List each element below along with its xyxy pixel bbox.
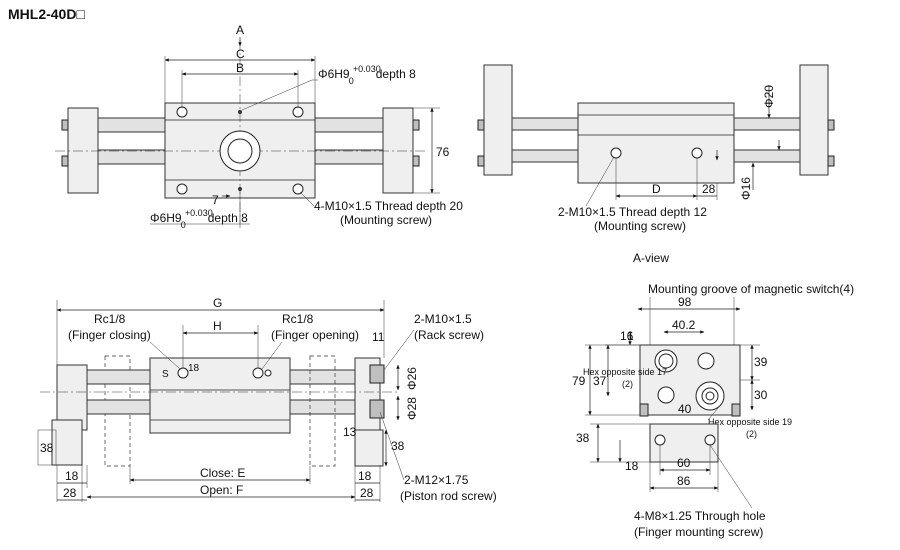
rack-screw bbox=[369, 364, 385, 384]
through-hole-note: (Finger mounting screw) bbox=[634, 525, 763, 539]
dim-98: 98 bbox=[678, 295, 692, 309]
port-opening bbox=[252, 367, 264, 379]
dim-40: 40 bbox=[678, 402, 692, 416]
a-view-thread-callout: 2-M10×1.5 Thread depth 12 bbox=[558, 205, 707, 219]
port-open-thread: Rc1/8 bbox=[282, 312, 314, 326]
dim-D: D bbox=[652, 182, 661, 196]
dim-phi20: Φ20 bbox=[762, 85, 776, 108]
through-hole-callout: 4-M8×1.25 Through hole bbox=[634, 509, 766, 523]
port-open-label: (Finger opening) bbox=[271, 328, 359, 342]
front-view: S G H 18 Rc1/8 (Finger closing) Rc1/8 (F… bbox=[37, 296, 497, 503]
dim-13: 13 bbox=[343, 425, 357, 439]
a-view-right-finger bbox=[799, 64, 829, 176]
a-view-left-finger bbox=[483, 64, 513, 176]
piston-rod-screw bbox=[369, 399, 385, 419]
left-finger-screw bbox=[61, 155, 69, 167]
right-rod-lower bbox=[314, 149, 384, 165]
finger-hole bbox=[654, 434, 666, 446]
thread-callout: 4-M10×1.5 Thread depth 20 bbox=[314, 199, 463, 213]
mounting-hole bbox=[292, 106, 304, 118]
dim-60: 60 bbox=[677, 456, 691, 470]
a-view-thread-note: (Mounting screw) bbox=[594, 219, 686, 233]
left-finger bbox=[67, 107, 99, 194]
left-finger-screw bbox=[61, 119, 69, 131]
thread-callout-note: (Mounting screw) bbox=[340, 213, 432, 227]
dim-B: B bbox=[236, 61, 244, 75]
left-rod-upper bbox=[97, 117, 169, 133]
dim-H: H bbox=[213, 319, 222, 333]
right-finger bbox=[382, 107, 414, 194]
hex-17-label: Hex opposite side 17 bbox=[583, 367, 667, 377]
dim-39: 39 bbox=[754, 355, 768, 369]
a-view-caption: A-view bbox=[633, 251, 669, 265]
piston-label: (Piston rod screw) bbox=[400, 489, 497, 503]
dim-C: C bbox=[236, 47, 245, 61]
pin-hole bbox=[238, 187, 242, 191]
dim-37: 37 bbox=[593, 374, 607, 388]
dim-phi28: Φ28 bbox=[405, 397, 419, 420]
port-close-label: (Finger closing) bbox=[68, 328, 151, 342]
right-finger-screw bbox=[412, 155, 420, 167]
a-view-body bbox=[577, 102, 735, 184]
piston-thread: 2-M12×1.75 bbox=[404, 473, 469, 487]
dim-28-left: 28 bbox=[63, 486, 77, 500]
mounting-hole bbox=[176, 183, 188, 195]
rack-label: (Rack screw) bbox=[414, 328, 484, 342]
dim-open-F: Open: F bbox=[200, 483, 243, 497]
dim-A: A bbox=[236, 23, 244, 37]
dim-76: 76 bbox=[436, 145, 450, 159]
dim-phi16: Φ16 bbox=[739, 177, 753, 200]
s-mark: S bbox=[162, 369, 169, 380]
dim-G: G bbox=[213, 296, 222, 310]
dim-close-E: Close: E bbox=[200, 466, 245, 480]
dim-38: 38 bbox=[576, 431, 590, 445]
dim-79: 79 bbox=[572, 374, 586, 388]
groove-label: Mounting groove of magnetic switch(4) bbox=[648, 282, 854, 296]
hex-19-count: (2) bbox=[746, 429, 757, 439]
dim-18-port: 18 bbox=[188, 363, 200, 374]
dim-28-right: 28 bbox=[360, 486, 374, 500]
finger-hole bbox=[704, 434, 716, 446]
dim-38-right: 38 bbox=[391, 439, 405, 453]
dim-40-2: 40.2 bbox=[672, 318, 696, 332]
hex-19-label: Hex opposite side 19 bbox=[708, 417, 792, 427]
mounting-hole bbox=[176, 106, 188, 118]
dim-86: 86 bbox=[677, 474, 691, 488]
side-port bbox=[697, 352, 715, 370]
dim-phi26: Φ26 bbox=[405, 367, 419, 390]
dim-7: 7 bbox=[212, 193, 219, 207]
pin-hole bbox=[238, 110, 242, 114]
dim-11: 11 bbox=[372, 330, 385, 344]
a-view-hole bbox=[691, 147, 703, 159]
left-rod-lower bbox=[97, 149, 169, 165]
right-rod-upper bbox=[314, 117, 384, 133]
port-closing bbox=[177, 367, 189, 379]
side-view: Mounting groove of magnetic switch(4) 98… bbox=[572, 282, 854, 539]
dim-38-left: 38 bbox=[40, 441, 54, 455]
front-main-body bbox=[149, 357, 291, 434]
open-position-right bbox=[309, 355, 336, 467]
side-port bbox=[657, 386, 675, 404]
front-left-finger-jaw bbox=[51, 419, 83, 466]
a-view-hole bbox=[610, 147, 622, 159]
dim-28: 28 bbox=[702, 182, 716, 196]
drawing-title: MHL2-40D□ bbox=[8, 6, 85, 22]
hex-17-count: (2) bbox=[622, 379, 633, 389]
a-view: Φ20 Φ16 D 28 2-M10×1.5 Thread depth 12 (… bbox=[477, 64, 835, 265]
port-close-thread: Rc1/8 bbox=[94, 312, 126, 326]
dim-18: 18 bbox=[625, 459, 639, 473]
front-left-finger bbox=[56, 364, 88, 431]
right-finger-screw bbox=[412, 119, 420, 131]
dim-1: 1 bbox=[627, 329, 634, 343]
rack-thread: 2-M10×1.5 bbox=[414, 312, 472, 326]
dim-30: 30 bbox=[754, 388, 768, 402]
dim-18-left: 18 bbox=[65, 469, 79, 483]
dim-18-right: 18 bbox=[358, 469, 372, 483]
mounting-hole bbox=[292, 183, 304, 195]
